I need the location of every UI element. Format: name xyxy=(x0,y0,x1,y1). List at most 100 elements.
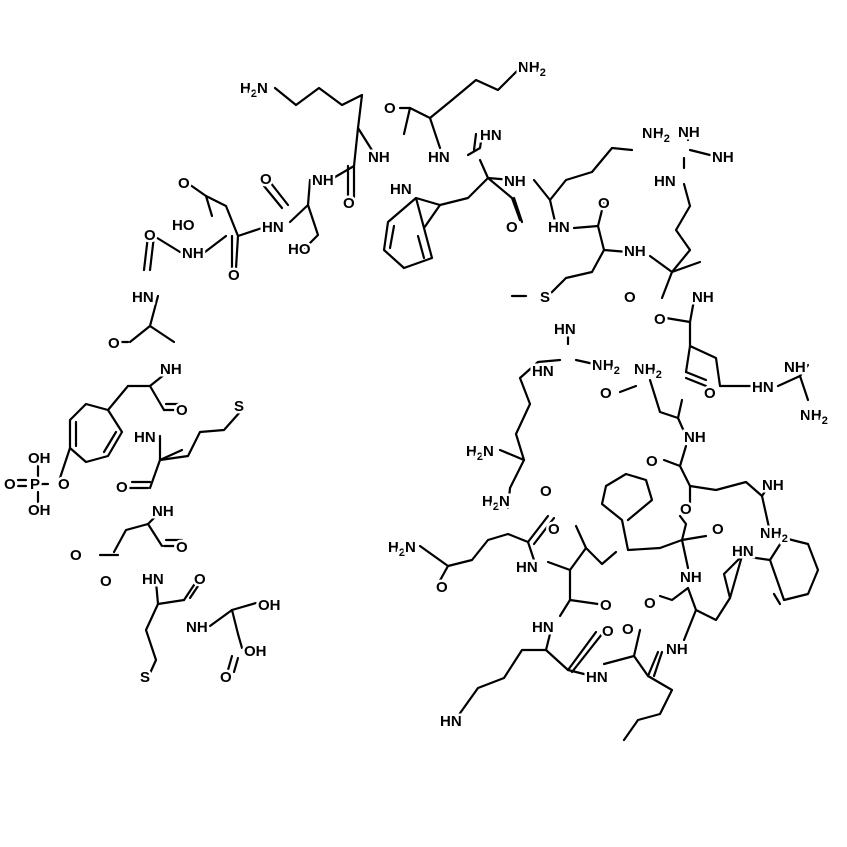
bond xyxy=(772,592,782,606)
atom-label: O xyxy=(384,100,396,117)
atom-label: NH2 xyxy=(592,357,620,377)
atom-label: O xyxy=(704,385,716,402)
bond xyxy=(236,632,244,650)
atom-label: O xyxy=(548,521,560,538)
bond xyxy=(646,650,660,678)
atom-label: NH xyxy=(666,641,688,658)
atom-label: O xyxy=(70,547,82,564)
bond xyxy=(182,580,198,602)
bond xyxy=(204,194,214,218)
atom-label: NH2 xyxy=(642,125,670,145)
atom-label: O xyxy=(600,597,612,614)
bond xyxy=(148,384,166,412)
atom-label: OH xyxy=(28,450,51,467)
atom-label: H2N xyxy=(388,539,416,559)
atom-label: H2N xyxy=(482,493,510,513)
atom-label: NH xyxy=(312,172,334,189)
bond xyxy=(230,608,240,636)
atom-label: H2N xyxy=(240,80,268,100)
atom-label: HN xyxy=(134,429,156,446)
bond xyxy=(658,586,690,602)
atom-label: HN xyxy=(132,289,154,306)
atom-label: O xyxy=(58,476,70,493)
atom-label: O xyxy=(506,219,518,236)
bond xyxy=(288,178,312,224)
bond xyxy=(532,146,634,202)
atom-label: HN xyxy=(654,173,676,190)
bond xyxy=(574,358,596,366)
bond xyxy=(548,198,558,228)
bond xyxy=(234,226,264,270)
atom-label: O xyxy=(144,227,156,244)
bond xyxy=(688,148,712,157)
atom-label: S xyxy=(140,669,150,686)
atom-label: NH xyxy=(692,289,714,306)
atom-label: HN xyxy=(262,219,284,236)
bond xyxy=(148,458,162,490)
bond xyxy=(506,358,562,510)
bond xyxy=(568,546,618,572)
bond xyxy=(184,180,240,238)
atom-label: NH xyxy=(152,503,174,520)
bond xyxy=(152,234,182,254)
bond xyxy=(680,538,690,570)
bond xyxy=(226,654,234,672)
bond xyxy=(602,248,630,254)
atom-label: HN xyxy=(752,379,774,396)
atom-label: O xyxy=(654,311,666,328)
bond xyxy=(268,180,290,207)
atom-label: O xyxy=(622,621,634,638)
bond xyxy=(382,196,442,270)
bond-layer xyxy=(16,66,820,742)
atom-label: O xyxy=(646,453,658,470)
atom-label: NH xyxy=(762,477,784,494)
atom-label: OH xyxy=(28,502,51,519)
bond xyxy=(776,374,802,388)
atom-label: NH xyxy=(160,361,182,378)
atom-label: HN xyxy=(390,181,412,198)
atom-label: HN xyxy=(516,559,538,576)
atom-label: O xyxy=(176,539,188,556)
bond xyxy=(144,580,160,684)
bond xyxy=(532,516,556,546)
bond xyxy=(112,510,162,554)
bond xyxy=(670,182,692,274)
atom-label: O xyxy=(712,521,724,538)
bond xyxy=(102,430,118,454)
atom-label: NH2 xyxy=(800,407,828,427)
bond xyxy=(56,446,72,486)
bond xyxy=(546,224,606,298)
atom-label: O xyxy=(194,571,206,588)
atom-label: NH xyxy=(624,243,646,260)
atom-label: NH xyxy=(504,173,526,190)
bond xyxy=(232,656,240,674)
atom-label: HN xyxy=(554,321,576,338)
bond xyxy=(648,378,684,420)
bond xyxy=(273,86,364,130)
atom-label: NH2 xyxy=(634,361,662,381)
atom-label: O xyxy=(644,595,656,612)
bond xyxy=(798,363,810,378)
bond xyxy=(262,184,284,210)
atom-label: HN xyxy=(440,713,462,730)
atom-label: S xyxy=(234,398,244,415)
atom-label: O xyxy=(602,623,614,640)
atom-label: O xyxy=(4,476,16,493)
bond xyxy=(486,176,514,182)
bond xyxy=(728,554,744,600)
bond xyxy=(472,132,478,152)
bond xyxy=(684,376,708,388)
atom-label: O xyxy=(116,479,128,496)
atom-label: HN xyxy=(142,571,164,588)
bond xyxy=(148,324,176,344)
bond xyxy=(178,234,228,254)
atom-label: HN xyxy=(532,619,554,636)
bond xyxy=(570,632,604,674)
atom-label: H2N xyxy=(466,443,494,463)
bond xyxy=(142,234,150,272)
bond xyxy=(388,224,396,250)
atom-label: O xyxy=(600,385,612,402)
bond xyxy=(456,648,594,718)
